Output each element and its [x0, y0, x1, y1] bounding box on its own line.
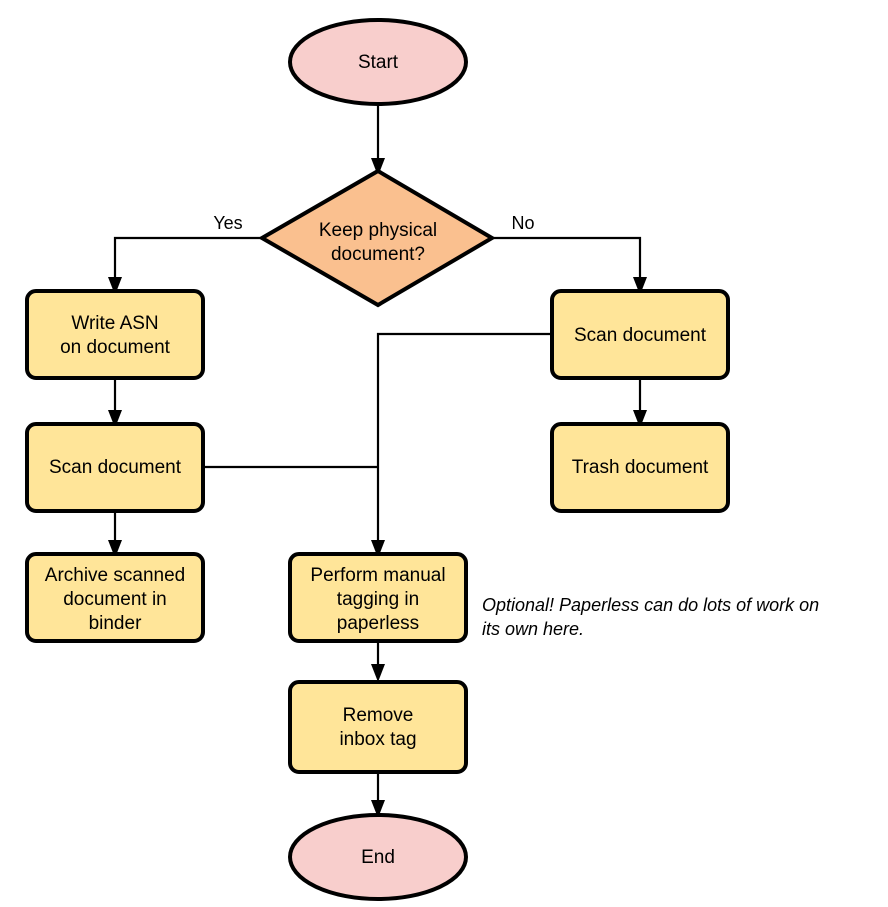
- arrowhead-writeasn-to-scanleft: [108, 410, 122, 428]
- connector-layer: [108, 104, 647, 818]
- node-decision-keep-physical-document[interactable]: Keep physical document?: [258, 168, 496, 308]
- archive-label-line-1: Archive scanned: [45, 565, 185, 586]
- remove-inbox-tag-label-line-2: inbox tag: [339, 729, 416, 750]
- arrowhead-tagging-to-removeinbox: [371, 664, 385, 682]
- write-asn-label-line-1: Write ASN: [71, 313, 158, 334]
- remove-inbox-tag-label-line-1: Remove: [343, 705, 414, 726]
- write-asn-label-line-2: on document: [60, 337, 171, 358]
- archive-rect-shape: [25, 552, 205, 643]
- write-asn-rect-shape: [25, 289, 205, 380]
- arrowhead-start-to-decision: [371, 158, 385, 176]
- tagging-label-line-2: tagging in: [337, 589, 419, 610]
- tagging-rect-shape: [288, 552, 468, 643]
- archive-label-line-3: binder: [89, 613, 142, 634]
- end-label: End: [361, 847, 395, 868]
- arrowhead-scanright-to-trash: [633, 410, 647, 428]
- remove-inbox-tag-rect-shape: [288, 680, 468, 774]
- node-end[interactable]: End: [288, 813, 468, 901]
- edge-decision-yes: [113, 236, 262, 283]
- scan-document-right-rect-shape: [550, 289, 730, 380]
- node-remove-inbox-tag[interactable]: Remove inbox tag: [288, 680, 468, 774]
- edge-decision-no: [492, 236, 642, 283]
- start-ellipse-shape: [288, 18, 468, 106]
- edge-label-yes: Yes: [213, 213, 242, 233]
- trash-document-rect-shape: [550, 422, 730, 513]
- arrowhead-decision-no: [633, 277, 647, 295]
- node-trash-document[interactable]: Trash document: [550, 422, 730, 513]
- end-ellipse-shape: [288, 813, 468, 901]
- tagging-label-line-3: paperless: [337, 613, 419, 634]
- tagging-label-line-1: Perform manual: [310, 565, 445, 586]
- arrowhead-merge-to-tagging: [371, 540, 385, 558]
- arrowhead-removeinbox-to-end: [371, 800, 385, 818]
- node-write-asn-on-document[interactable]: Write ASN on document: [25, 289, 205, 380]
- trash-document-label: Trash document: [572, 457, 709, 478]
- node-archive-scanned-document-in-binder[interactable]: Archive scanned document in binder: [25, 552, 205, 643]
- note-line-1: Optional! Paperless can do lots of work …: [482, 595, 819, 615]
- archive-label-line-2: document in: [63, 589, 167, 610]
- node-perform-manual-tagging-in-paperless[interactable]: Perform manual tagging in paperless: [288, 552, 468, 643]
- arrowhead-scanleft-to-archive: [108, 540, 122, 558]
- scan-document-right-label: Scan document: [574, 325, 707, 346]
- note-optional-paperless: Optional! Paperless can do lots of work …: [482, 595, 819, 639]
- node-start[interactable]: Start: [288, 18, 468, 106]
- scan-document-left-rect-shape: [25, 422, 205, 513]
- edge-label-no: No: [511, 213, 534, 233]
- scan-document-left-label: Scan document: [49, 457, 182, 478]
- decision-label-line-1: Keep physical: [319, 220, 437, 241]
- arrowhead-decision-yes: [108, 277, 122, 295]
- start-label: Start: [358, 52, 399, 73]
- node-scan-document-left[interactable]: Scan document: [25, 422, 205, 513]
- node-scan-document-right[interactable]: Scan document: [550, 289, 730, 380]
- edge-scanright-to-tagging: [376, 332, 552, 546]
- note-line-2: its own here.: [482, 619, 584, 639]
- decision-diamond-shape: [258, 168, 496, 308]
- decision-label-line-2: document?: [331, 244, 425, 265]
